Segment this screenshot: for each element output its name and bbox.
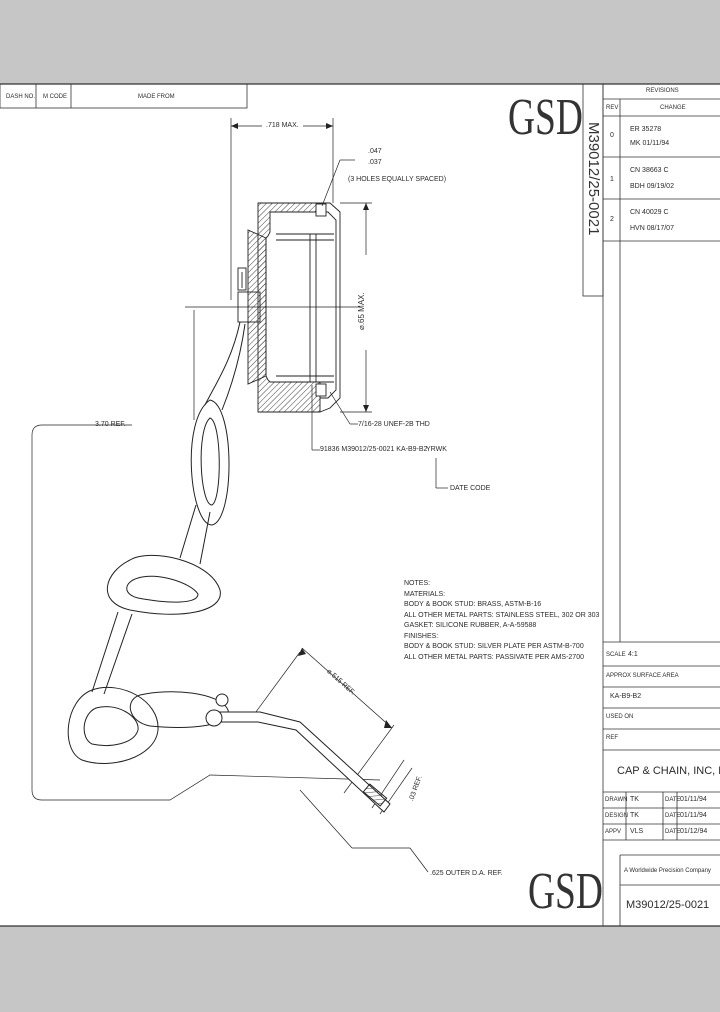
m-code-label: M CODE: [43, 94, 67, 100]
note-line: NOTES:: [404, 580, 431, 587]
company-name: CAP & CHAIN, INC, M: [617, 765, 720, 777]
revision-table-lines: [602, 84, 720, 926]
rev-number: 1: [610, 176, 614, 183]
outer-diameter-ref: .625 OUTER D.A. REF.: [430, 870, 503, 877]
change-col-label: CHANGE: [660, 105, 686, 111]
surface-area-label: APPROX SURFACE AREA: [606, 673, 679, 679]
diameter-max-dimension: ⌀.65 MAX.: [357, 292, 366, 330]
company-tagline: A Worldwide Precision Company: [624, 868, 711, 874]
header-table-lines: [0, 83, 248, 109]
note-line: BODY & BOOK STUD: SILVER PLATE PER ASTM-…: [404, 643, 584, 650]
title-part-number: M39012/25-0021: [626, 899, 710, 911]
top-background-band: [0, 0, 720, 84]
rev-line1: ER 35278: [630, 126, 662, 133]
title-block-lines: [603, 665, 720, 926]
vertical-part-number: M39012/25-0021: [585, 122, 602, 236]
marking-callout: 91836 M39012/25-0021 KA-B9-B2: [320, 446, 428, 453]
note-line: GASKET: SILICONE RUBBER, A-A-59588: [404, 622, 537, 629]
drawn-label: DRAWN: [605, 797, 628, 803]
date-code-label: DATE CODE: [450, 485, 491, 492]
chain: [67, 321, 246, 764]
design-label: DESIGN: [605, 813, 629, 819]
marking-code: YRWK: [426, 446, 447, 453]
appv-date-label: DATE: [665, 829, 681, 835]
rev-line2: MK 01/11/94: [630, 140, 670, 147]
cap-section: [237, 202, 341, 413]
drawn-date-label: DATE: [665, 797, 681, 803]
rev-line1: CN 40029 C: [630, 209, 669, 216]
appv-date: 01/12/94: [680, 828, 708, 835]
thread-callout: 7/16-28 UNEF-2B THD: [358, 421, 430, 428]
note-line: FINISHES:: [404, 632, 439, 640]
rev-number: 0: [610, 132, 614, 139]
appv-label: APPV: [605, 829, 622, 835]
rev-col-label: REV: [606, 105, 619, 111]
hole-size-bottom: .037: [368, 159, 382, 166]
note-line: MATERIALS:: [404, 590, 446, 598]
gsd-logo-bottom: GSD: [528, 863, 603, 920]
split-ring: [205, 693, 391, 813]
arrowheads: [231, 123, 392, 728]
dash-no-label: DASH NO.: [6, 94, 36, 100]
surface-area-value: KA-B9-B2: [610, 693, 642, 700]
bottom-background-band: [0, 926, 720, 1012]
rev-line2: BDH 09/19/02: [630, 183, 674, 190]
holes-note: (3 HOLES EQUALLY SPACED): [348, 176, 447, 183]
note-line: ALL OTHER METAL PARTS: STAINLESS STEEL, …: [404, 611, 600, 619]
rev-line2: HVN 08/17/07: [630, 225, 674, 232]
ref-label: REF: [606, 735, 618, 741]
notes-block: NOTES: MATERIALS: BODY & BOOK STUD: BRAS…: [404, 580, 599, 664]
scale-label: SCALE: [606, 652, 626, 658]
max-width-dimension: .718 MAX.: [266, 122, 299, 129]
note-line: ALL OTHER METAL PARTS: PASSIVATE PER AMS…: [404, 653, 584, 661]
chain-length-ref: 3.70 REF.: [95, 421, 126, 428]
gsd-logo-top: GSD: [508, 89, 583, 146]
design-date-label: DATE: [665, 813, 681, 819]
rev-number: 2: [610, 216, 614, 223]
drawn-date: 01/11/94: [680, 796, 707, 803]
used-on-label: USED ON: [606, 714, 634, 720]
hole-size-top: .047: [368, 148, 382, 155]
made-from-label: MADE FROM: [138, 94, 175, 100]
note-line: BODY & BOOK STUD: BRASS, ASTM-B-16: [404, 601, 542, 608]
drawn-by: TK: [630, 796, 639, 803]
revisions-title: REVISIONS: [646, 88, 679, 94]
design-date: 01/11/94: [680, 812, 707, 819]
scale-value: 4:1: [628, 651, 638, 658]
rev-line1: CN 38663 C: [630, 167, 669, 174]
appv-by: VLS: [630, 828, 644, 835]
design-by: TK: [630, 812, 639, 819]
dimension-lines: [31, 118, 448, 873]
